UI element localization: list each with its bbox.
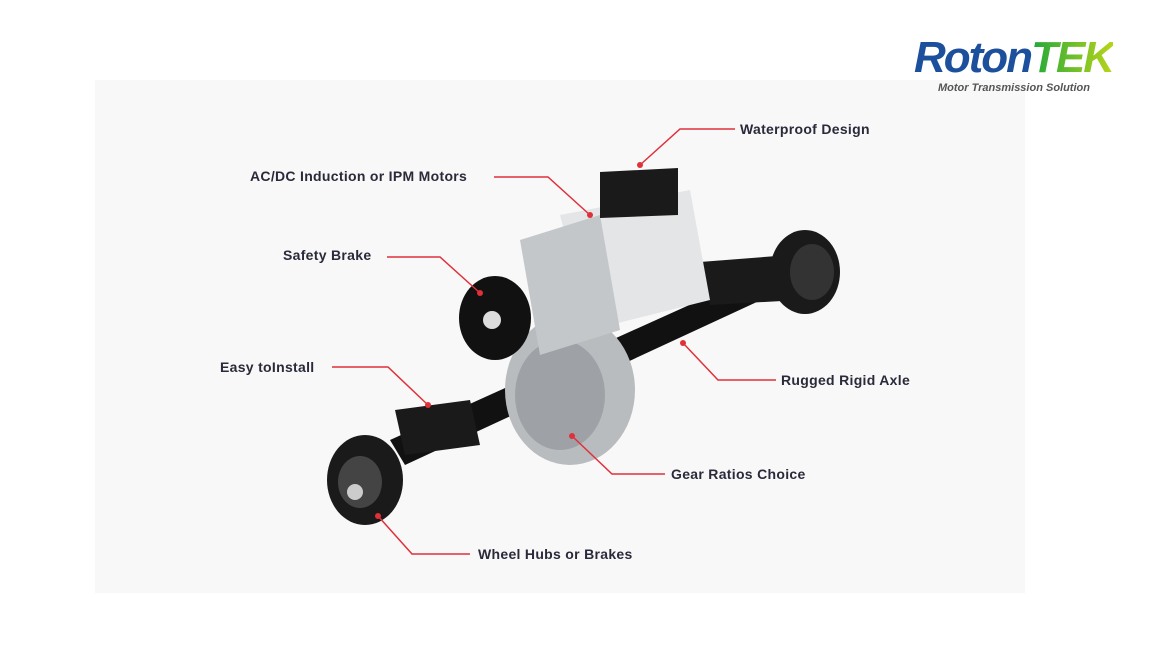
callout-rigid-axle: Rugged Rigid Axle bbox=[781, 372, 911, 388]
callout-easy-install: Easy toInstall bbox=[220, 359, 315, 375]
callout-safety-brake: Safety Brake bbox=[283, 247, 372, 263]
callout-dot bbox=[477, 290, 483, 296]
logo-tagline: Motor Transmission Solution bbox=[938, 82, 1090, 94]
rotontek-logo: RotonTEK Motor Transmission Solution bbox=[914, 36, 1124, 100]
logo-brand-main: Roton bbox=[914, 33, 1033, 82]
callout-wheel-hubs: Wheel Hubs or Brakes bbox=[478, 546, 633, 562]
callout-dot bbox=[425, 402, 431, 408]
callout-dot bbox=[569, 433, 575, 439]
mount-bracket bbox=[395, 400, 480, 455]
callout-waterproof-design: Waterproof Design bbox=[740, 121, 870, 137]
logo-brand-accent: TEK bbox=[1031, 33, 1115, 82]
callout-gear-ratios: Gear Ratios Choice bbox=[671, 466, 806, 482]
callout-dot bbox=[587, 212, 593, 218]
callout-dot bbox=[375, 513, 381, 519]
waterproof-box bbox=[600, 168, 678, 218]
callout-dot bbox=[680, 340, 686, 346]
callout-dot bbox=[637, 162, 643, 168]
callout-motors: AC/DC Induction or IPM Motors bbox=[250, 168, 468, 184]
